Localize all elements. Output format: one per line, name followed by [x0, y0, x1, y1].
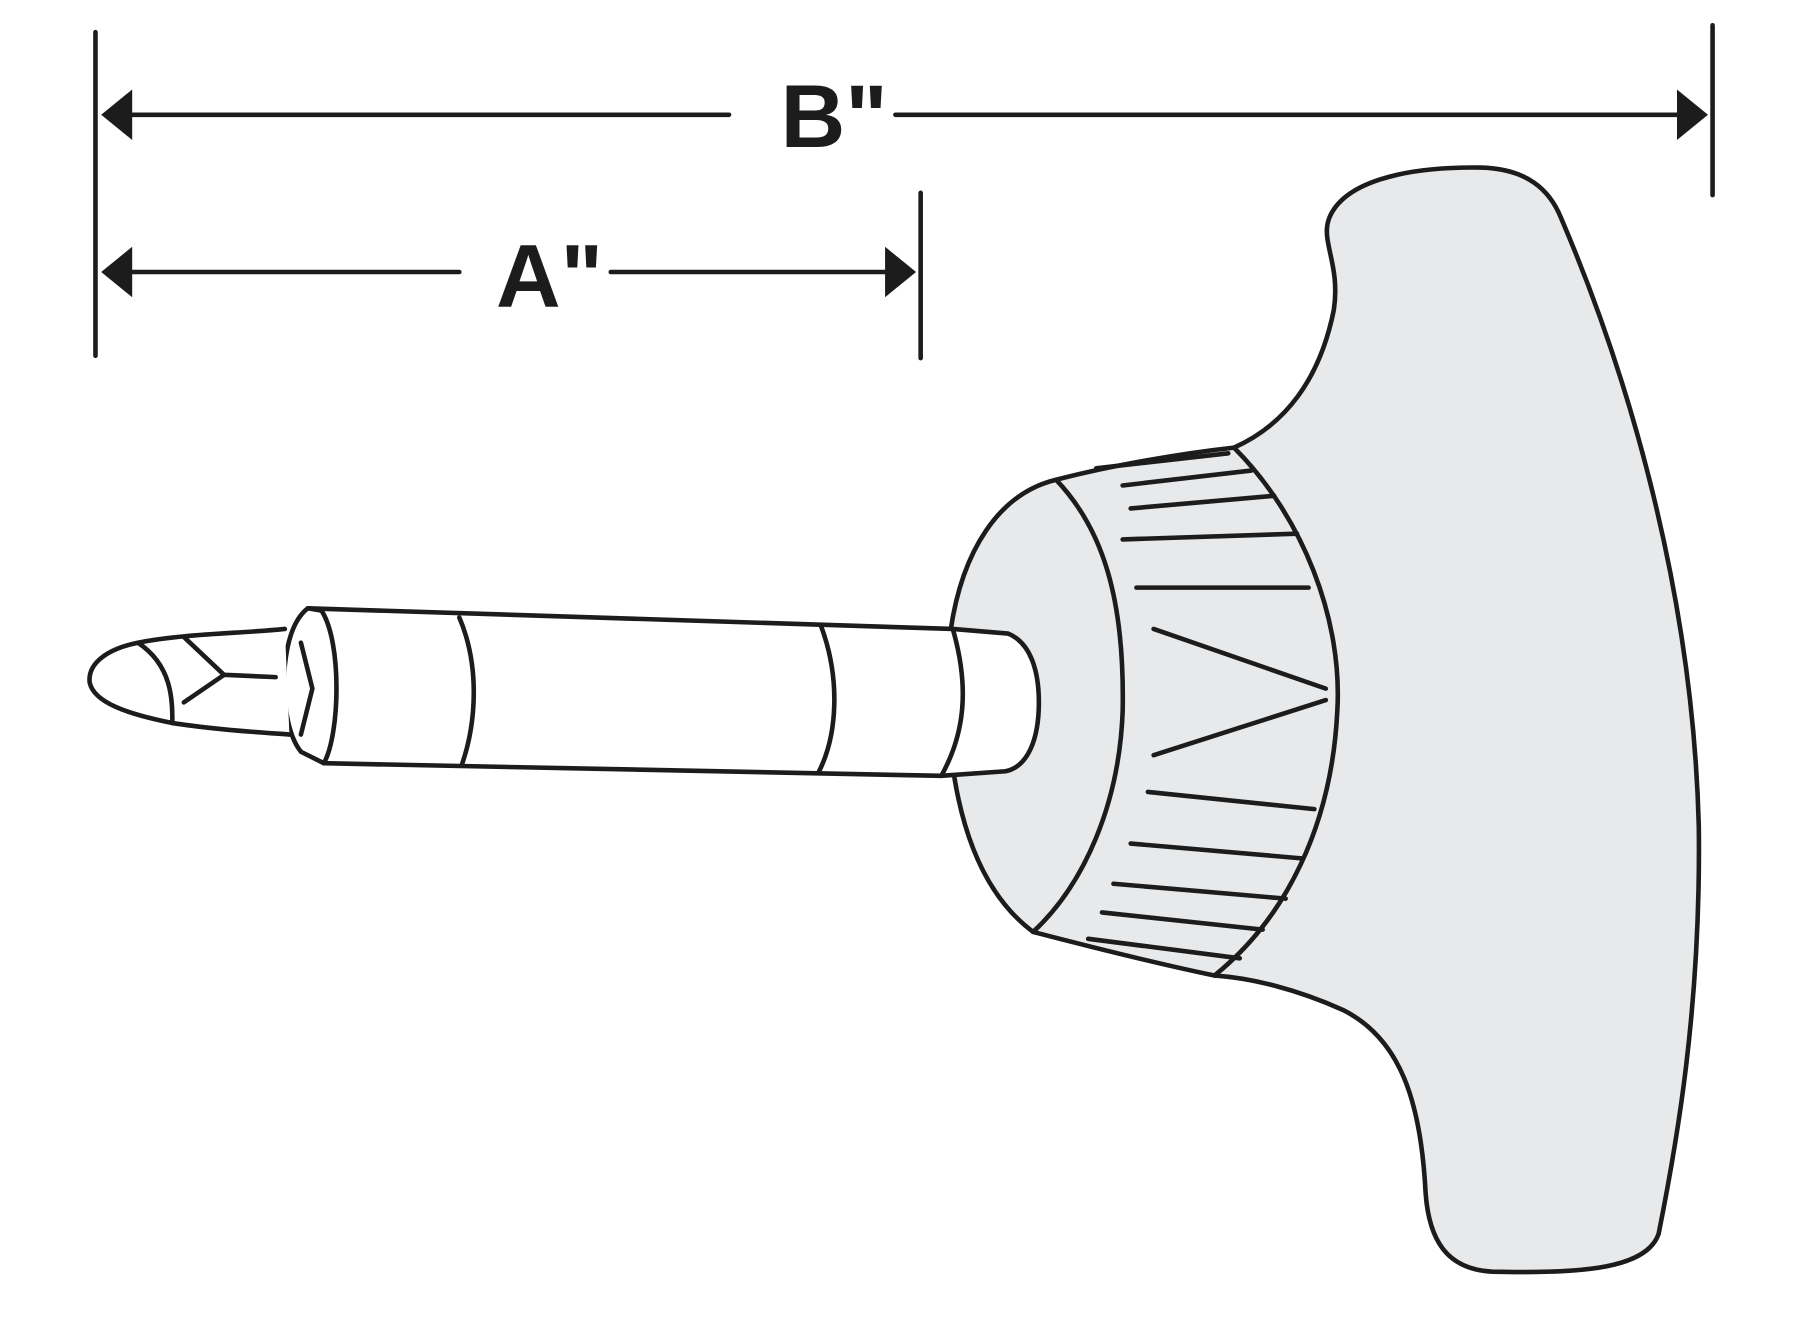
arrowhead-right-icon — [885, 246, 917, 298]
t-handle — [1212, 165, 1702, 1275]
arrowhead-left-icon — [101, 89, 133, 141]
dimension-a: A" — [101, 190, 923, 361]
knurl-lines — [1085, 451, 1329, 961]
hex-edge — [298, 640, 315, 737]
arrowhead-right-icon — [1676, 89, 1708, 141]
shaft-band-line — [456, 615, 477, 768]
dimension-b: B" — [93, 22, 1715, 359]
arrowhead-left-icon — [101, 246, 133, 298]
shaft-collar-edge — [939, 626, 966, 779]
tip-flute — [135, 640, 175, 726]
shaft-band-line — [816, 623, 837, 775]
dimension-label-b: B" — [781, 66, 888, 166]
shaft — [305, 605, 1042, 779]
phillips-tip — [87, 626, 292, 737]
dimension-label-a: A" — [496, 225, 603, 325]
tip-flute — [181, 634, 278, 705]
